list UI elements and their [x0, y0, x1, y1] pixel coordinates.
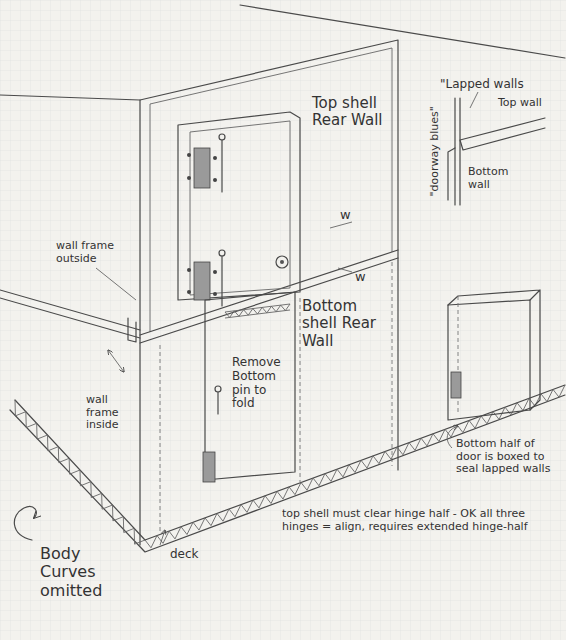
door-lower — [205, 292, 295, 480]
leader-line — [96, 268, 136, 300]
hinge — [194, 262, 210, 300]
leader-line — [470, 92, 478, 108]
hinge-pin — [219, 134, 225, 140]
wall-label: Bottom shell Rear Wall — [302, 298, 386, 350]
hinge — [194, 148, 210, 188]
wall-label: Top shell Rear Wall — [312, 95, 396, 130]
note: Bottom half of door is boxed to seal lap… — [456, 438, 560, 476]
part-label: wall frame inside — [86, 394, 136, 432]
hinge-pin — [221, 140, 222, 306]
part-label: wall frame outside — [56, 240, 116, 265]
side-wall-top — [0, 95, 140, 100]
frame-bracket — [128, 318, 136, 342]
wall-frame — [150, 48, 392, 332]
boxed-door-detail — [448, 300, 530, 420]
hinge — [203, 452, 215, 482]
door-frame — [178, 112, 300, 300]
frame-arrow — [108, 350, 124, 372]
detail-title: "Lapped walls — [440, 78, 560, 92]
deck-hatching — [15, 385, 565, 548]
hinge-pin — [217, 392, 218, 414]
curve-symbol — [14, 507, 36, 540]
doorway-wall — [455, 98, 460, 205]
hinge-pin — [219, 250, 225, 256]
part-label: Top wall — [498, 97, 558, 110]
door-seal — [225, 304, 290, 317]
note: top shell must clear hinge half - OK all… — [282, 508, 542, 533]
part-label: Bottom wall — [468, 166, 528, 191]
hinge — [451, 372, 461, 398]
part-label: deck — [170, 548, 220, 562]
top-wall-detail — [460, 118, 545, 150]
bottom-wall-detail — [448, 148, 455, 200]
part-label: "doorway blues" — [429, 96, 442, 206]
screw — [187, 153, 217, 296]
boxed-door-flange — [448, 290, 540, 410]
force-label: w — [355, 270, 369, 285]
door-knob — [280, 260, 284, 264]
w-arrow — [330, 222, 352, 272]
deck-arrow — [160, 530, 165, 545]
note: Remove Bottom pin to fold — [232, 356, 292, 411]
rear-wall-panel — [140, 40, 398, 545]
hinge-pin — [215, 386, 221, 392]
force-label: w — [340, 208, 354, 223]
top-edge — [240, 5, 565, 58]
deck — [10, 385, 565, 552]
side-wall-bottom — [0, 290, 140, 338]
door-seal — [225, 304, 290, 318]
note: Body Curves omitted — [40, 545, 140, 600]
door-knob — [276, 256, 288, 268]
